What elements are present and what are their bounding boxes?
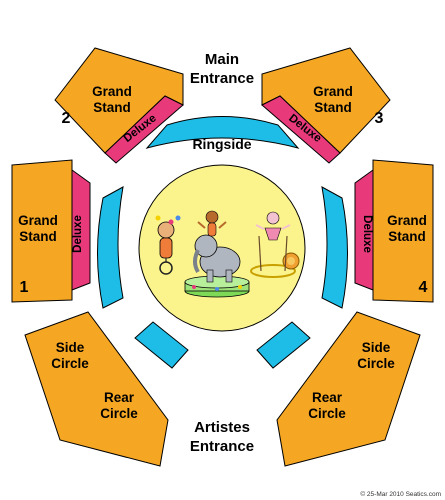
gs4-line-2: Stand — [388, 229, 426, 244]
artistes-entrance: Artistes Entrance — [190, 419, 254, 455]
side-circle-right-line-2: Circle — [357, 356, 395, 371]
gs3-number: 3 — [375, 110, 384, 127]
deluxe-2-shape — [104, 95, 184, 164]
rear-circle-left-line-1: Rear — [104, 390, 135, 405]
ringside-right[interactable] — [321, 186, 348, 309]
credit-text: © 25-Mar 2010 Seatics.com — [360, 490, 441, 498]
section-grand-stand-3[interactable] — [261, 47, 391, 164]
gs2-line-1: Grand — [92, 84, 132, 99]
ringside-top[interactable] — [145, 116, 300, 149]
side-circle-right-line-1: Side — [362, 340, 391, 355]
artistes-entrance-line-2: Entrance — [190, 438, 254, 455]
main-entrance-line-2: Entrance — [190, 70, 254, 87]
main-entrance-line-1: Main — [205, 51, 239, 68]
deluxe-4-shape — [354, 169, 374, 291]
main-entrance: Main Entrance — [190, 51, 254, 87]
section-circle-left[interactable] — [24, 311, 169, 467]
section-grand-stand-4-shape — [372, 159, 434, 303]
deluxe-3-shape — [261, 95, 341, 164]
section-grand-stand-2[interactable] — [54, 47, 184, 164]
circus-ring — [138, 164, 306, 332]
gs1-line-1: Grand — [18, 213, 58, 228]
gs2-number: 2 — [62, 110, 71, 127]
side-circle-left-line-2: Circle — [51, 356, 89, 371]
section-grand-stand-4[interactable] — [354, 159, 434, 303]
section-grand-stand-1-shape — [11, 159, 73, 303]
ringside-sections[interactable] — [97, 116, 348, 369]
ringside-bottom-right[interactable] — [256, 321, 311, 369]
circus-performers-illustration — [155, 210, 300, 298]
ringside-label: Ringside — [192, 136, 251, 152]
gs3-line-1: Grand — [313, 84, 353, 99]
gs4-line-1: Grand — [387, 213, 427, 228]
rear-circle-right-line-2: Circle — [308, 406, 346, 421]
section-grand-stand-1[interactable] — [11, 159, 91, 303]
gs1-deluxe: Deluxe — [72, 215, 84, 253]
gs2-line-2: Stand — [93, 100, 131, 115]
artistes-entrance-line-1: Artistes — [194, 419, 250, 436]
gs3-line-2: Stand — [314, 100, 352, 115]
section-circle-right[interactable] — [276, 311, 421, 467]
gs1-number: 1 — [20, 279, 29, 296]
deluxe-1-shape — [71, 169, 91, 291]
ringside-bottom-left[interactable] — [134, 321, 189, 369]
section-circle-left-shape — [24, 311, 169, 467]
rear-circle-right-line-1: Rear — [312, 390, 343, 405]
ringside-left[interactable] — [97, 186, 124, 309]
gs4-deluxe: Deluxe — [361, 215, 373, 253]
rear-circle-left-line-2: Circle — [100, 406, 138, 421]
gs1-line-2: Stand — [19, 229, 57, 244]
section-circle-right-shape — [276, 311, 421, 467]
gs4-number: 4 — [419, 279, 428, 296]
side-circle-left-line-1: Side — [56, 340, 85, 355]
